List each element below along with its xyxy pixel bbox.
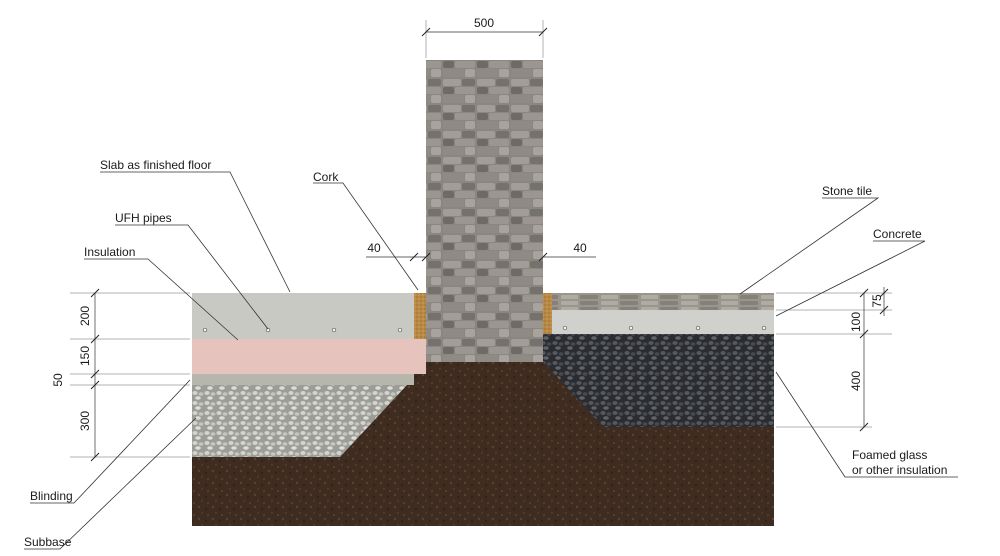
concrete-layer	[552, 310, 774, 334]
right-stone-tile-value: 75	[870, 294, 884, 308]
label-concrete: Concrete	[775, 227, 926, 317]
label-subbase: Subbase	[24, 417, 197, 550]
foamed-glass-insulation	[543, 334, 774, 427]
ufh-pipes	[202, 325, 767, 333]
label-cork-text: Cork	[313, 170, 339, 184]
stone-wall	[426, 60, 543, 362]
insulation-layer	[192, 339, 426, 374]
label-slab-text: Slab as finished floor	[100, 158, 211, 172]
left-dimensions: 200 150 50 300	[51, 288, 190, 462]
label-blinding-text: Blinding	[30, 489, 73, 503]
label-cork: Cork	[313, 170, 419, 291]
label-blinding: Blinding	[30, 379, 191, 504]
blinding-layer	[192, 374, 414, 385]
left-insulation-value: 150	[78, 346, 92, 366]
cork-right-value: 40	[573, 241, 587, 255]
stone-tile-layer	[552, 293, 774, 310]
cork-right	[543, 293, 552, 334]
wall-width-value: 500	[474, 16, 494, 30]
label-stone-tile-text: Stone tile	[822, 184, 872, 198]
cork-left	[414, 293, 426, 339]
label-insulation: Insulation	[84, 245, 239, 341]
label-ufh-pipes: UFH pipes	[115, 211, 269, 330]
cork-right-dimension: 40	[538, 241, 596, 262]
right-dimensions: 75 100 400	[776, 287, 892, 432]
subbase	[192, 385, 407, 457]
label-foamed-glass-line1: Foamed glass	[852, 448, 927, 462]
left-subbase-value: 300	[78, 411, 92, 431]
left-blinding-value: 50	[51, 373, 65, 387]
wall-width-dimension: 500	[421, 16, 548, 58]
right-foamed-glass-value: 400	[849, 371, 863, 391]
label-insulation-text: Insulation	[84, 245, 135, 259]
label-subbase-text: Subbase	[24, 535, 72, 549]
label-foamed-glass-line2: or other insulation	[852, 463, 947, 477]
slab-finished-floor	[192, 293, 414, 339]
label-ufh-pipes-text: UFH pipes	[115, 211, 172, 225]
label-slab: Slab as finished floor	[100, 158, 291, 293]
left-slab-value: 200	[78, 306, 92, 326]
label-concrete-text: Concrete	[873, 227, 922, 241]
cork-left-value: 40	[367, 241, 381, 255]
label-foamed-glass: Foamed glass or other insulation	[775, 371, 958, 478]
right-concrete-value: 100	[849, 312, 863, 332]
label-stone-tile: Stone tile	[739, 184, 880, 295]
cork-left-dimension: 40	[366, 241, 431, 262]
